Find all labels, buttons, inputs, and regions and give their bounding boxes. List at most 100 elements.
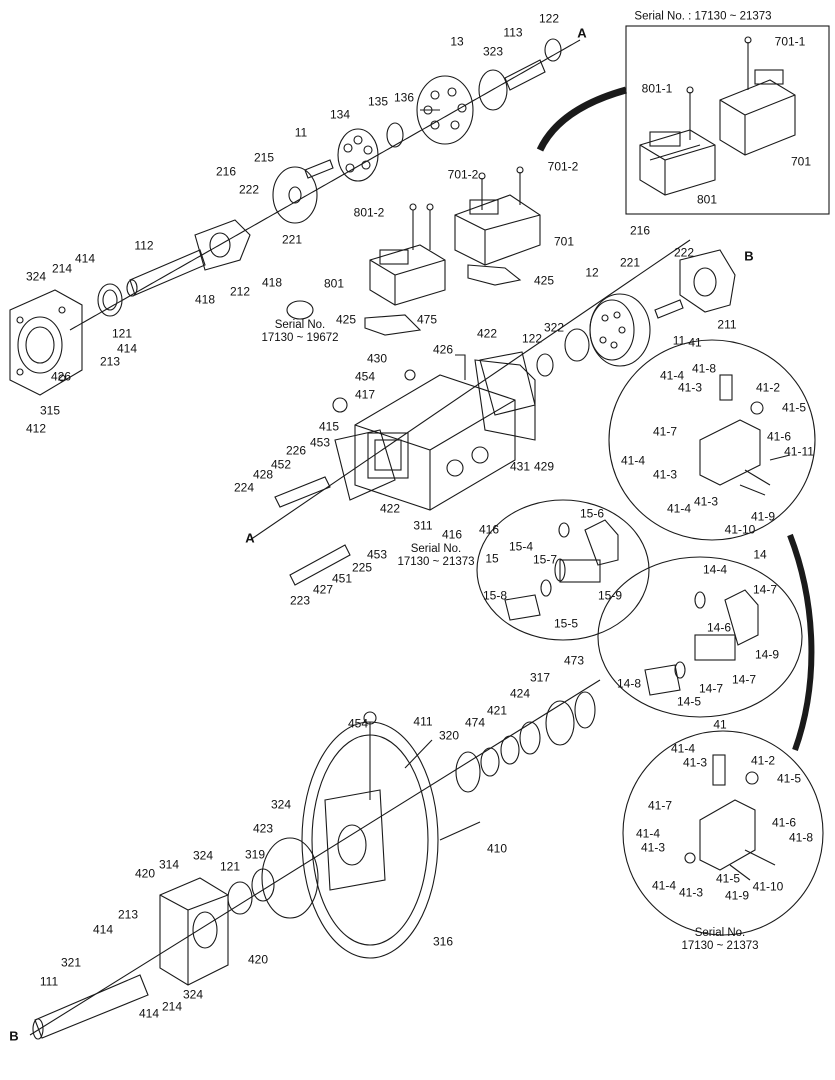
part-label-14-9: 14-9 — [754, 647, 780, 662]
part-label-473: 473 — [563, 653, 585, 668]
part-label-15-5: 15-5 — [553, 616, 579, 631]
part-label-324: 324 — [182, 987, 204, 1002]
ring-424 — [519, 721, 541, 755]
part-label-135: 135 — [367, 94, 389, 109]
part-label-41-4: 41-4 — [670, 741, 696, 756]
valve-plate-323 — [478, 69, 508, 111]
part-label-411: 411 — [413, 714, 433, 729]
part-label-41-3: 41-3 — [693, 494, 719, 509]
part-label-412: 412 — [25, 421, 47, 436]
part-label-425: 425 — [335, 312, 357, 327]
part-label-41-4: 41-4 — [651, 878, 677, 893]
part-label-414: 414 — [74, 251, 96, 266]
part-label-136: 136 — [393, 90, 415, 105]
part-label-701-2: 701-2 — [447, 167, 479, 182]
part-label-41-7: 41-7 — [647, 798, 673, 813]
part-label-418: 418 — [194, 292, 216, 307]
serial-note-416: Serial No. 17130 ~ 21373 — [397, 543, 475, 568]
part-label-41-7: 41-7 — [652, 424, 678, 439]
part-label-414: 414 — [92, 922, 114, 937]
part-label-424: 424 — [509, 686, 531, 701]
part-label-211: 211 — [717, 317, 737, 332]
part-label-324: 324 — [25, 269, 47, 284]
part-label-41-5: 41-5 — [715, 871, 741, 886]
part-label-314: 314 — [158, 857, 180, 872]
pump-housing-main — [354, 354, 536, 511]
piston-11-b — [654, 299, 684, 319]
yoke-212 — [194, 219, 251, 271]
detail-41-lower-block — [684, 754, 776, 881]
part-label-420: 420 — [247, 952, 269, 967]
part-label-226: 226 — [285, 443, 307, 458]
part-label-216: 216 — [629, 223, 651, 238]
part-label-451: 451 — [331, 571, 353, 586]
part-label-475: 475 — [416, 312, 438, 327]
valve-801 — [369, 203, 446, 306]
part-label-454: 454 — [347, 716, 369, 731]
detail-41-block — [699, 374, 791, 496]
oring-425b — [364, 314, 422, 336]
part-label-15-4: 15-4 — [508, 539, 534, 554]
marker-a-mid: A — [245, 530, 255, 546]
part-label-420: 420 — [134, 866, 156, 881]
part-label-41-6: 41-6 — [771, 815, 797, 830]
part-label-13: 13 — [450, 34, 464, 49]
inset-valve-801 — [639, 86, 716, 196]
ring-135 — [386, 122, 404, 148]
piston-223 — [289, 544, 351, 586]
part-label-14-7: 14-7 — [731, 672, 757, 687]
retainer-134 — [337, 128, 379, 182]
part-label-214: 214 — [51, 261, 73, 276]
gear-320 — [455, 751, 481, 793]
part-label-415: 415 — [318, 419, 340, 434]
part-label-317: 317 — [529, 670, 551, 685]
part-label-429: 429 — [533, 459, 555, 474]
valve-701 — [454, 166, 541, 266]
part-label-701-2: 701-2 — [547, 159, 579, 174]
part-label-427: 427 — [312, 582, 334, 597]
part-label-41-3: 41-3 — [678, 885, 704, 900]
part-label-453: 453 — [366, 547, 388, 562]
part-label-41-4: 41-4 — [666, 501, 692, 516]
part-label-113: 113 — [503, 25, 523, 40]
part-label-11: 11 — [672, 333, 686, 348]
eyebolt-430 — [404, 369, 416, 381]
part-label-324: 324 — [192, 848, 214, 863]
part-label-431: 431 — [509, 459, 531, 474]
part-label-14-8: 14-8 — [616, 676, 642, 691]
snap-ring-473 — [574, 691, 596, 729]
shaft-113 — [504, 59, 546, 91]
part-label-216: 216 — [215, 164, 237, 179]
part-label-430: 430 — [366, 351, 388, 366]
part-label-41-5: 41-5 — [776, 771, 802, 786]
part-label-416: 416 — [441, 527, 463, 542]
part-label-701: 701 — [553, 234, 575, 249]
serial-note-417: Serial No. 17130 ~ 19672 — [261, 319, 339, 344]
part-label-316: 316 — [432, 934, 454, 949]
part-label-222: 222 — [673, 245, 695, 260]
part-label-417: 417 — [354, 387, 376, 402]
lower-curve-arrow — [787, 533, 815, 752]
oring-425a — [467, 264, 522, 286]
part-label-801-2: 801-2 — [353, 205, 385, 220]
part-label-14-7: 14-7 — [752, 582, 778, 597]
part-label-323: 323 — [482, 44, 504, 59]
bearing-421 — [500, 735, 520, 765]
marker-b-top: B — [744, 248, 754, 264]
marker-b-bottom: B — [9, 1028, 19, 1044]
part-label-221: 221 — [281, 232, 303, 247]
part-label-41-3: 41-3 — [652, 467, 678, 482]
part-label-14-6: 14-6 — [706, 620, 732, 635]
part-label-15-7: 15-7 — [532, 552, 558, 567]
part-label-41-2: 41-2 — [750, 753, 776, 768]
part-label-324: 324 — [270, 797, 292, 812]
part-label-41-10: 41-10 — [752, 879, 784, 894]
part-label-14-5: 14-5 — [676, 694, 702, 709]
part-label-416: 416 — [478, 522, 500, 537]
part-label-801: 801 — [323, 276, 345, 291]
oring-423 — [261, 837, 319, 919]
part-label-701-1: 701-1 — [774, 34, 806, 49]
part-label-221: 221 — [619, 255, 641, 270]
bearing-122 — [544, 38, 562, 62]
plate-322 — [564, 328, 590, 362]
